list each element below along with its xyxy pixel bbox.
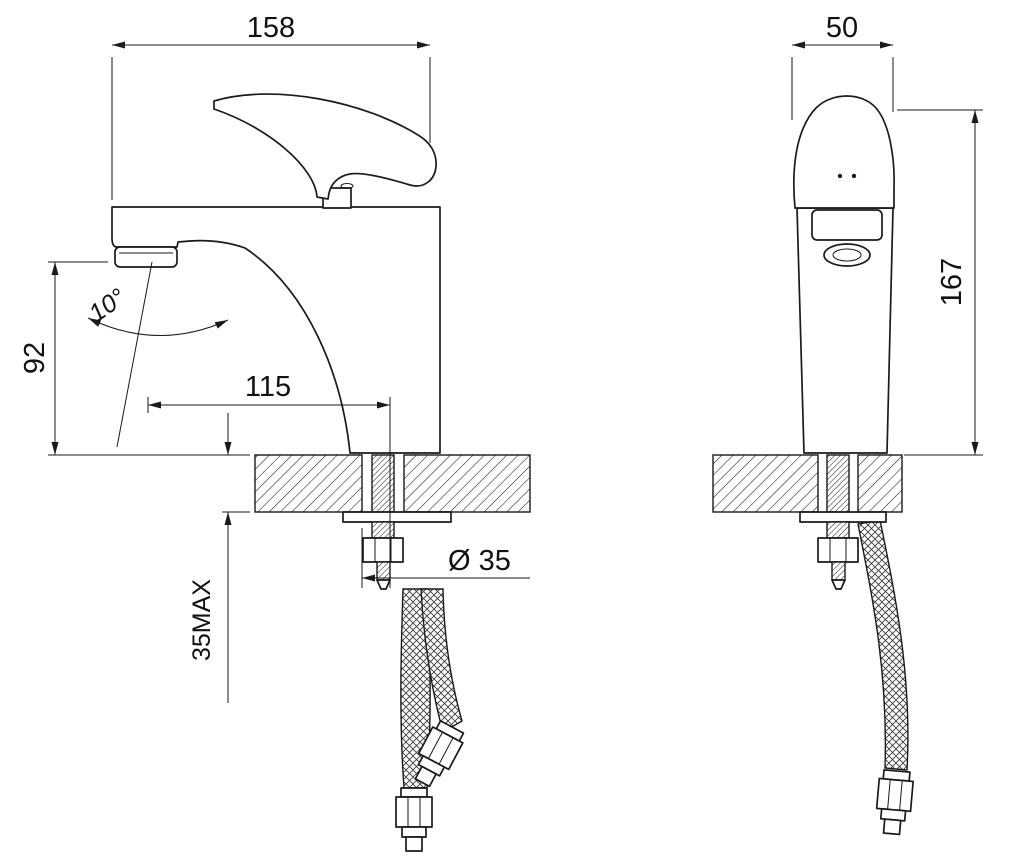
handle-pivot-mark	[340, 183, 354, 189]
dim-spout-height: 92	[19, 261, 250, 456]
front-flange	[799, 511, 887, 523]
front-stud-lower	[826, 521, 850, 539]
side-aerator	[114, 246, 178, 268]
dim-overall-height: 167	[897, 109, 983, 456]
dim-hole-diameter: Ø 35	[361, 528, 530, 588]
front-spout	[811, 209, 883, 241]
dim-label-10deg: 10°	[84, 283, 131, 328]
side-faucet-body	[111, 206, 441, 454]
handle-dot	[851, 173, 857, 179]
dim-spout-reach: 115	[147, 371, 391, 588]
dim-stream-angle: 10°	[84, 283, 229, 336]
dim-label-35max: 35MAX	[188, 579, 216, 661]
dim-overall-length: 158	[111, 12, 431, 200]
side-flange	[342, 511, 452, 523]
handle-dot	[837, 173, 843, 179]
side-handle-lever	[213, 93, 437, 200]
dim-label-167: 167	[936, 258, 968, 306]
dim-label-115: 115	[245, 371, 291, 403]
hose-fitting	[414, 720, 465, 788]
hose-fitting	[395, 787, 433, 852]
water-stream-line	[116, 261, 153, 448]
side-stud-lower	[371, 521, 395, 539]
front-lock-nut	[817, 537, 859, 590]
front-supply-hose	[857, 519, 915, 836]
dim-deck-thickness: 35MAX	[188, 413, 250, 703]
front-aerator	[823, 243, 871, 267]
side-counter-section	[254, 454, 531, 513]
front-view	[712, 95, 915, 836]
dim-body-width: 50	[791, 12, 894, 120]
side-supply-hoses	[395, 588, 465, 852]
dim-label-50: 50	[826, 12, 858, 44]
hose-fitting	[875, 769, 915, 836]
front-mounting-stud	[826, 454, 850, 513]
dim-label-92: 92	[19, 342, 51, 374]
dim-label-hole: Ø 35	[448, 545, 511, 577]
side-mounting-stud	[371, 454, 395, 513]
front-handle	[792, 95, 895, 209]
side-view	[111, 93, 531, 852]
side-lock-nut	[362, 537, 404, 590]
dim-label-158: 158	[247, 12, 295, 44]
front-counter-section	[712, 454, 903, 513]
